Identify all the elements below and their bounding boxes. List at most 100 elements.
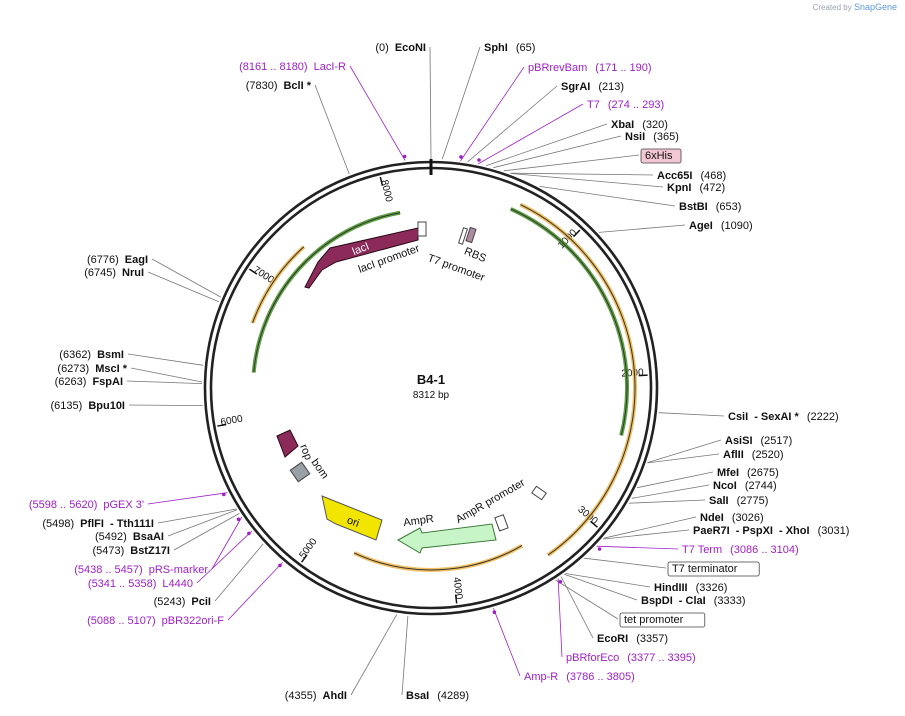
site-name: pBR322ori-F xyxy=(162,615,225,627)
site-name: BstBI xyxy=(679,201,708,213)
site-name: MscI * xyxy=(95,363,128,375)
site-name: pRS-marker xyxy=(149,564,209,576)
ring-tick-label: 5000 xyxy=(298,536,320,561)
site-name: PaeR7I xyxy=(693,525,730,537)
ring-tick xyxy=(249,268,258,275)
site-label-bspdi: BspDI- ClaI(3333) xyxy=(641,595,745,607)
site-label-t7-terminator: T7 terminator xyxy=(672,563,738,575)
site-name: HindIII xyxy=(654,582,688,594)
site-leader xyxy=(503,154,640,172)
site-name: NruI xyxy=(122,267,144,279)
site-leader xyxy=(565,573,651,588)
site-leader xyxy=(227,562,283,621)
site-num: (5438 .. 5457) xyxy=(74,564,143,576)
site-name: NcoI xyxy=(713,480,737,492)
orf-arc-core xyxy=(252,246,305,324)
laci-feature xyxy=(304,227,419,289)
laci-label: lacI xyxy=(351,240,371,258)
orf-arc-core xyxy=(520,204,636,556)
ring-tick xyxy=(379,176,384,186)
site-label-acc65i: Acc65I(468) xyxy=(657,170,726,182)
site-name: BclI * xyxy=(283,80,311,92)
site-label-bsai: BsaI(4289) xyxy=(406,690,469,702)
site-num: (6362) xyxy=(59,349,91,361)
ring-tick-label: 6000 xyxy=(220,414,244,429)
site-num: (6263) xyxy=(55,376,87,388)
site-leader xyxy=(555,579,619,620)
ampr-label: AmpR xyxy=(403,513,435,529)
site-leader xyxy=(349,65,406,161)
site-label-sphi: SphI(65) xyxy=(484,42,535,54)
plasmid-size: 8312 bp xyxy=(413,390,450,401)
site-label-mfei: MfeI(2675) xyxy=(717,467,779,479)
site-name: pBRrevBam xyxy=(528,62,587,74)
site-num: (6273) xyxy=(57,363,89,375)
site-label-bpu10i: (6135)Bpu10I xyxy=(51,400,125,412)
ampr-promoter-box xyxy=(494,514,509,532)
site-label-bstz17i: (5473)BstZ17I xyxy=(92,545,170,557)
site-name: LacI-R xyxy=(314,61,346,73)
site-num: (2520) xyxy=(752,449,784,461)
site-label-sali: SalI(2775) xyxy=(709,495,768,507)
site-leader xyxy=(196,530,253,584)
site-name: FspAI xyxy=(92,376,123,388)
site-num: (5473) xyxy=(92,545,124,557)
ring-tick-label: 4000 xyxy=(451,577,465,601)
site-num: (6745) xyxy=(84,267,116,279)
site-num: (3031) xyxy=(818,525,850,537)
orf-arc-core xyxy=(353,545,523,571)
site-num: (213) xyxy=(598,81,624,93)
site-name: SgrAI xyxy=(561,81,590,93)
site-num: (5598 .. 5620) xyxy=(29,499,98,511)
primer-tick xyxy=(247,531,251,536)
site-name: BsmI xyxy=(97,349,124,361)
leader-lines xyxy=(126,46,725,696)
site-num: (8161 .. 8180) xyxy=(239,61,308,73)
site-leader xyxy=(157,508,237,524)
primer-tick xyxy=(402,154,407,159)
site-label-bsaai: (5492)BsaAI xyxy=(95,531,164,543)
site-leader xyxy=(493,135,622,169)
site-leader xyxy=(628,499,706,504)
site-num: (6135) xyxy=(51,400,83,412)
rbs-box xyxy=(465,226,477,244)
site-num: (4355) xyxy=(285,690,317,702)
site-num: (3786 .. 3805) xyxy=(566,671,635,683)
site-label-nsii: NsiI(365) xyxy=(625,131,679,143)
site-name: AgeI xyxy=(689,220,713,232)
site-leader xyxy=(441,46,481,160)
site-leader xyxy=(151,258,221,298)
site-label-l4440: (5341 .. 5358)L4440 xyxy=(88,578,193,590)
ring-tick xyxy=(301,554,308,563)
site-name: BsaAI xyxy=(133,531,164,543)
site-label-pflfi: (5498)PflFI- Tth111I xyxy=(42,518,154,530)
t7-promoter-box xyxy=(457,227,469,245)
site-num: (5243) xyxy=(154,596,186,608)
ring-tick xyxy=(638,374,648,377)
site-label-bcli-: (7830)BclI * xyxy=(246,80,312,92)
site-leader xyxy=(584,557,667,569)
site-name: BsaI xyxy=(406,690,429,702)
site-num: (65) xyxy=(516,42,536,54)
site-leader xyxy=(460,66,525,162)
site-label-eagi: (6776)EagI xyxy=(87,254,148,266)
site-leader xyxy=(602,529,690,540)
site-num: (3377 .. 3395) xyxy=(627,652,696,664)
ring-tick xyxy=(590,520,598,528)
orf-arc xyxy=(250,245,306,324)
site-name: XbaI xyxy=(611,119,634,131)
site-name: PciI xyxy=(191,596,211,608)
site-label-pbrrevbam: pBRrevBam(171 .. 190) xyxy=(528,62,652,74)
primer-tick xyxy=(222,492,226,497)
site-label-agei: AgeI(1090) xyxy=(689,220,753,232)
ori-feature xyxy=(321,495,383,541)
site-label-asisi: AsiSI(2517) xyxy=(725,435,792,447)
site-leader xyxy=(126,380,203,384)
site-label-t7: T7(274 .. 293) xyxy=(587,99,664,111)
site-label-fspai: (6263) FspAI xyxy=(55,376,123,388)
site-name: PflFI xyxy=(80,518,104,530)
primer-tick xyxy=(597,547,602,551)
ring-tick xyxy=(573,229,581,238)
rop-label: rop xyxy=(297,443,314,462)
